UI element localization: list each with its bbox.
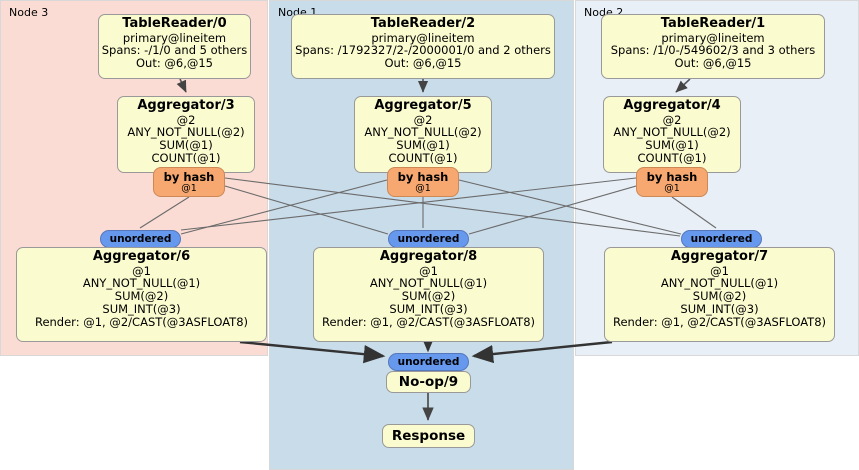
response-label: Response bbox=[391, 428, 466, 444]
hash-router-4[interactable]: by hash @1 bbox=[636, 167, 708, 197]
node-title: Aggregator/8 bbox=[379, 249, 478, 264]
node-detail-line: @2 bbox=[413, 112, 433, 127]
node-detail-line: COUNT(@1) bbox=[151, 151, 221, 166]
node-detail-line: SUM_INT(@3) bbox=[389, 302, 468, 317]
node-title: Aggregator/3 bbox=[137, 98, 235, 113]
node-detail-line: ANY_NOT_NULL(@2) bbox=[613, 125, 731, 140]
hash-router-column: @1 bbox=[181, 182, 197, 194]
node-aggregator-4[interactable]: Aggregator/4 @2 ANY_NOT_NULL(@2) SUM(@1)… bbox=[603, 96, 741, 173]
sync-unordered-6[interactable]: unordered bbox=[100, 230, 181, 248]
node-response[interactable]: Response bbox=[382, 424, 475, 448]
node-detail-line: Spans: /1792327/2-/2000001/0 and 2 other… bbox=[295, 43, 551, 58]
node-render-line: Render: @1, @2/CAST(@3ASFLOAT8) bbox=[612, 315, 827, 330]
node-detail-line: COUNT(@1) bbox=[637, 151, 707, 166]
node-detail-line: primary@lineitem bbox=[661, 30, 765, 45]
node-title: Aggregator/6 bbox=[92, 249, 191, 264]
node-detail-line: SUM(@2) bbox=[114, 289, 169, 304]
node-no-op-9[interactable]: No-op/9 bbox=[386, 371, 471, 393]
node-detail-line: ANY_NOT_NULL(@2) bbox=[364, 125, 482, 140]
hash-router-column: @1 bbox=[415, 182, 431, 194]
node-title: Aggregator/4 bbox=[623, 98, 721, 113]
node-title: TableReader/1 bbox=[660, 16, 766, 31]
node-tablereader-0[interactable]: TableReader/0 primary@lineitem Spans: -/… bbox=[98, 14, 251, 79]
node-title: Aggregator/5 bbox=[374, 98, 472, 113]
hash-router-column: @1 bbox=[664, 182, 680, 194]
node-render-line: Render: @1, @2/CAST(@3ASFLOAT8) bbox=[34, 315, 249, 330]
node-aggregator-6[interactable]: Aggregator/6 @1 ANY_NOT_NULL(@1) SUM(@2)… bbox=[16, 247, 267, 342]
node-detail-line: ANY_NOT_NULL(@1) bbox=[660, 276, 779, 291]
node-aggregator-8[interactable]: Aggregator/8 @1 ANY_NOT_NULL(@1) SUM(@2)… bbox=[313, 247, 544, 342]
node-detail-line: SUM(@2) bbox=[692, 289, 747, 304]
hash-router-label: by hash bbox=[163, 170, 215, 184]
node-aggregator-5[interactable]: Aggregator/5 @2 ANY_NOT_NULL(@2) SUM(@1)… bbox=[354, 96, 492, 173]
node-aggregator-3[interactable]: Aggregator/3 @2 ANY_NOT_NULL(@2) SUM(@1)… bbox=[117, 96, 255, 173]
node-detail-line: Out: @6,@15 bbox=[136, 56, 213, 71]
node-title: Aggregator/7 bbox=[670, 249, 769, 264]
node-detail-line: Spans: /1/0-/549602/3 and 3 others bbox=[610, 43, 816, 58]
node-detail-line: ANY_NOT_NULL(@1) bbox=[82, 276, 201, 291]
node-detail-line: @1 bbox=[132, 263, 151, 278]
node-detail-line: SUM(@1) bbox=[396, 138, 450, 153]
node-detail-line: primary@lineitem bbox=[122, 30, 227, 45]
node-title: TableReader/0 bbox=[122, 16, 227, 31]
node-detail-line: @1 bbox=[710, 263, 729, 278]
node-detail-line: @2 bbox=[176, 112, 196, 127]
panel-node-3-label: Node 3 bbox=[9, 6, 49, 19]
node-title: TableReader/2 bbox=[370, 16, 476, 31]
sync-label: unordered bbox=[397, 355, 460, 368]
node-detail-line: SUM(@1) bbox=[645, 138, 699, 153]
node-render-line: Render: @1, @2/CAST(@3ASFLOAT8) bbox=[321, 315, 536, 330]
node-detail-line: ANY_NOT_NULL(@1) bbox=[369, 276, 488, 291]
node-detail-line: SUM(@1) bbox=[159, 138, 213, 153]
node-detail-line: primary@lineitem bbox=[371, 30, 475, 45]
node-tablereader-1[interactable]: TableReader/1 primary@lineitem Spans: /1… bbox=[601, 14, 825, 79]
node-detail-line: ANY_NOT_NULL(@2) bbox=[127, 125, 245, 140]
node-detail-line: @2 bbox=[662, 112, 682, 127]
sync-label: unordered bbox=[690, 232, 753, 245]
node-detail-line: Spans: -/1/0 and 5 others bbox=[101, 43, 248, 58]
hash-router-3[interactable]: by hash @1 bbox=[153, 167, 225, 197]
node-detail-line: SUM(@2) bbox=[401, 289, 456, 304]
hash-router-5[interactable]: by hash @1 bbox=[387, 167, 459, 197]
sync-unordered-7[interactable]: unordered bbox=[681, 230, 762, 248]
sync-unordered-8[interactable]: unordered bbox=[388, 230, 469, 248]
no-op-label: No-op/9 bbox=[398, 374, 459, 390]
node-detail-line: Out: @6,@15 bbox=[384, 56, 462, 71]
sync-unordered-9[interactable]: unordered bbox=[388, 353, 469, 371]
sync-label: unordered bbox=[109, 232, 172, 245]
node-detail-line: SUM_INT(@3) bbox=[102, 302, 181, 317]
hash-router-label: by hash bbox=[646, 170, 698, 184]
node-tablereader-2[interactable]: TableReader/2 primary@lineitem Spans: /1… bbox=[291, 14, 555, 79]
node-detail-line: COUNT(@1) bbox=[388, 151, 458, 166]
node-aggregator-7[interactable]: Aggregator/7 @1 ANY_NOT_NULL(@1) SUM(@2)… bbox=[604, 247, 835, 342]
node-detail-line: SUM_INT(@3) bbox=[680, 302, 759, 317]
hash-router-label: by hash bbox=[397, 170, 449, 184]
sync-label: unordered bbox=[397, 232, 460, 245]
node-detail-line: Out: @6,@15 bbox=[674, 56, 752, 71]
node-detail-line: @1 bbox=[419, 263, 438, 278]
